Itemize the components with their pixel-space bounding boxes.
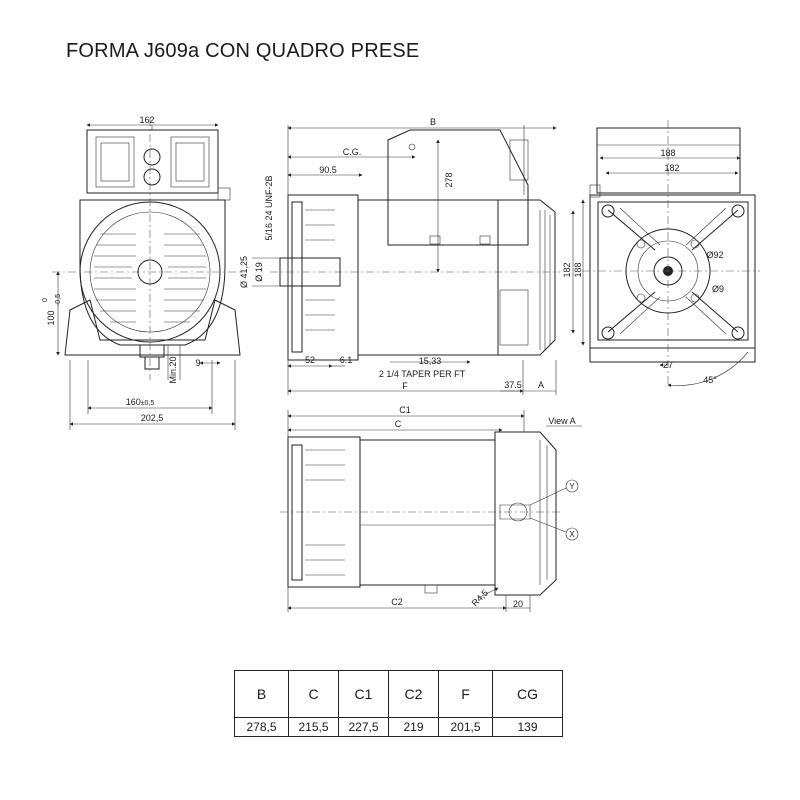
marker-y xyxy=(565,479,579,493)
mounting-feet xyxy=(64,299,241,356)
dim-188-v: 188 xyxy=(573,262,583,277)
value-b: 278,5 xyxy=(234,717,289,737)
stator-body xyxy=(357,199,499,356)
dim-278: 278 xyxy=(444,172,454,187)
fan-housing xyxy=(287,194,359,361)
dim-dia-92: Ø92 xyxy=(706,250,723,260)
control-box xyxy=(387,129,529,246)
dim-9: 9 xyxy=(195,358,200,368)
cooling-grille xyxy=(94,233,206,323)
marker-x xyxy=(565,527,579,541)
dim-160-tol: ±0,5 xyxy=(141,400,155,407)
dim-100-tol-upper: 0 xyxy=(42,298,49,302)
dim-182-h: 182 xyxy=(664,163,679,173)
view-a-label: View A xyxy=(548,416,575,426)
front-view: 162 100 0 -0,5 Min.20 9 160±0,5 202,5 xyxy=(42,115,245,430)
dim-20: 20 xyxy=(513,599,523,609)
dim-52: 52 xyxy=(305,355,315,365)
header-c: C xyxy=(288,670,339,718)
marker-y-label: Y xyxy=(569,482,575,491)
marker-x-label: X xyxy=(569,530,575,539)
bolt-hole-bl xyxy=(601,326,615,340)
table-value-row: 278,5 215,5 227,5 219 201,5 139 xyxy=(234,717,563,737)
dim-dia-19: Ø 19 xyxy=(254,262,264,282)
bottom-end-bracket xyxy=(494,431,557,596)
dim-100-tol-lower: -0,5 xyxy=(55,294,62,306)
dim-15-33: 15,33 xyxy=(419,356,442,366)
socket-right xyxy=(170,136,210,188)
value-cg: 139 xyxy=(492,717,563,737)
dim-F: F xyxy=(402,381,408,391)
dim-min20: Min.20 xyxy=(168,356,178,383)
dimension-table: B C C1 C2 F CG 278,5 215,5 227,5 219 201… xyxy=(234,670,563,737)
header-b: B xyxy=(234,670,289,718)
table-header-row: B C C1 C2 F CG xyxy=(234,670,563,718)
dim-taper: 2 1/4 TAPER PER FT xyxy=(379,369,466,379)
dim-37-5: 37.5 xyxy=(504,380,522,390)
dim-45-deg: 45° xyxy=(703,375,717,385)
socket-box xyxy=(86,129,219,194)
header-c2: C2 xyxy=(388,670,439,718)
dim-cg: C.G. xyxy=(343,147,362,157)
end-bracket xyxy=(497,199,556,356)
value-f: 201,5 xyxy=(438,717,493,737)
dim-thread: 5/16 24 UNF-2B xyxy=(264,175,274,240)
dim-188-h: 188 xyxy=(660,148,675,158)
dim-202-5: 202,5 xyxy=(141,413,164,423)
bottom-view: C1 C View A C2 R4,5 20 Y X xyxy=(280,405,582,612)
dim-A: A xyxy=(538,380,544,390)
side-view: B C.G. 90.5 278 5/16 24 UNF-2B Ø 41,25 Ø… xyxy=(239,117,560,395)
dim-R4-5: R4,5 xyxy=(470,588,491,609)
dim-6-1: 6.1 xyxy=(340,355,353,365)
dim-160: 160 xyxy=(126,397,141,407)
control-box-top xyxy=(596,127,741,194)
socket-left xyxy=(95,136,135,188)
dim-162: 162 xyxy=(139,115,154,125)
dim-B: B xyxy=(430,117,436,127)
dim-100: 100 xyxy=(46,310,56,325)
bolt-hole-br xyxy=(731,326,745,340)
right-view: 188 182 182 188 Ø92 Ø9 27 45° xyxy=(562,120,760,388)
dim-C: C xyxy=(395,419,402,429)
dim-182-v: 182 xyxy=(562,262,572,277)
alternator-housing xyxy=(79,199,226,346)
dim-C1: C1 xyxy=(399,405,411,415)
dim-90-5: 90.5 xyxy=(319,165,337,175)
header-c1: C1 xyxy=(338,670,389,718)
header-cg: CG xyxy=(492,670,563,718)
value-c1: 227,5 xyxy=(338,717,389,737)
value-c2: 219 xyxy=(388,717,439,737)
bottom-stator-body xyxy=(359,439,496,586)
svg-text:160±0,5: 160±0,5 xyxy=(126,397,155,407)
header-f: F xyxy=(438,670,493,718)
dim-dia-41-25: Ø 41,25 xyxy=(239,256,249,288)
breaker-knob-bottom xyxy=(143,168,161,186)
breaker-knob-top xyxy=(143,148,161,166)
drawing-title: FORMA J609a CON QUADRO PRESE xyxy=(66,40,420,62)
value-c: 215,5 xyxy=(288,717,339,737)
bolt-hole-tl xyxy=(601,204,615,218)
bolt-hole-tr xyxy=(731,204,745,218)
dim-27: 27 xyxy=(663,360,673,370)
dim-dia-9: Ø9 xyxy=(712,284,724,294)
dim-C2: C2 xyxy=(391,597,403,607)
